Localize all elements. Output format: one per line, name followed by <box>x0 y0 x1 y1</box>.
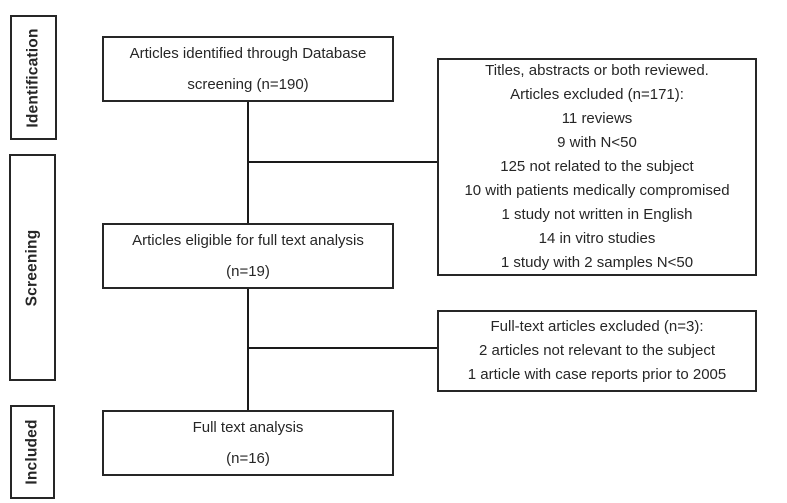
stage-label-screening: Screening <box>23 229 41 306</box>
flow-box-articles-eligible-line2: (n=19) <box>226 263 270 280</box>
stage-label-identification: Identification <box>24 27 42 128</box>
exclusion-screening-item-in-vitro: 14 in vitro studies <box>538 230 656 247</box>
flow-box-full-text-analysis: Full text analysis (n=16) <box>102 410 394 476</box>
exclusion-screening-item-not-related: 125 not related to the subject <box>500 158 694 175</box>
flow-box-articles-identified-line2: screening (n=190) <box>187 76 309 93</box>
flow-box-articles-eligible: Articles eligible for full text analysis… <box>102 223 394 289</box>
exclusion-screening-item-compromised: 10 with patients medically compromised <box>464 182 730 199</box>
exclusion-fulltext-header: Full-text articles excluded (n=3): <box>490 318 704 335</box>
flow-box-articles-identified-line1: Articles identified through Database <box>129 45 367 62</box>
flow-box-articles-identified: Articles identified through Database scr… <box>102 36 394 102</box>
stage-box-screening: Screening <box>9 154 56 381</box>
exclusion-fulltext-item-case-reports: 1 article with case reports prior to 200… <box>467 366 727 383</box>
stage-box-identification: Identification <box>10 15 57 140</box>
connector-horizontal-to-fulltext-exclusions <box>247 347 437 349</box>
exclusion-screening-header: Titles, abstracts or both reviewed. <box>485 62 709 79</box>
stage-label-included: Included <box>23 419 41 485</box>
exclusion-screening-item-n-less-50: 9 with N<50 <box>557 134 637 151</box>
stage-box-included: Included <box>10 405 55 499</box>
exclusion-fulltext-item-not-relevant: 2 articles not relevant to the subject <box>479 342 715 359</box>
exclusion-box-screening: Titles, abstracts or both reviewed. Arti… <box>437 58 757 276</box>
exclusion-screening-item-not-english: 1 study not written in English <box>501 206 693 223</box>
exclusion-screening-item-two-samples: 1 study with 2 samples N<50 <box>500 254 694 271</box>
flow-box-full-text-analysis-line2: (n=16) <box>226 450 270 467</box>
exclusion-screening-item-reviews: 11 reviews <box>561 110 633 127</box>
exclusion-box-full-text: Full-text articles excluded (n=3): 2 art… <box>437 310 757 392</box>
connector-vertical-eligible-to-included <box>247 289 249 410</box>
flow-box-articles-eligible-line1: Articles eligible for full text analysis <box>132 232 364 249</box>
flow-box-full-text-analysis-line1: Full text analysis <box>192 419 304 436</box>
connector-horizontal-to-screening-exclusions <box>247 161 437 163</box>
exclusion-screening-subheader: Articles excluded (n=171): <box>510 86 684 103</box>
